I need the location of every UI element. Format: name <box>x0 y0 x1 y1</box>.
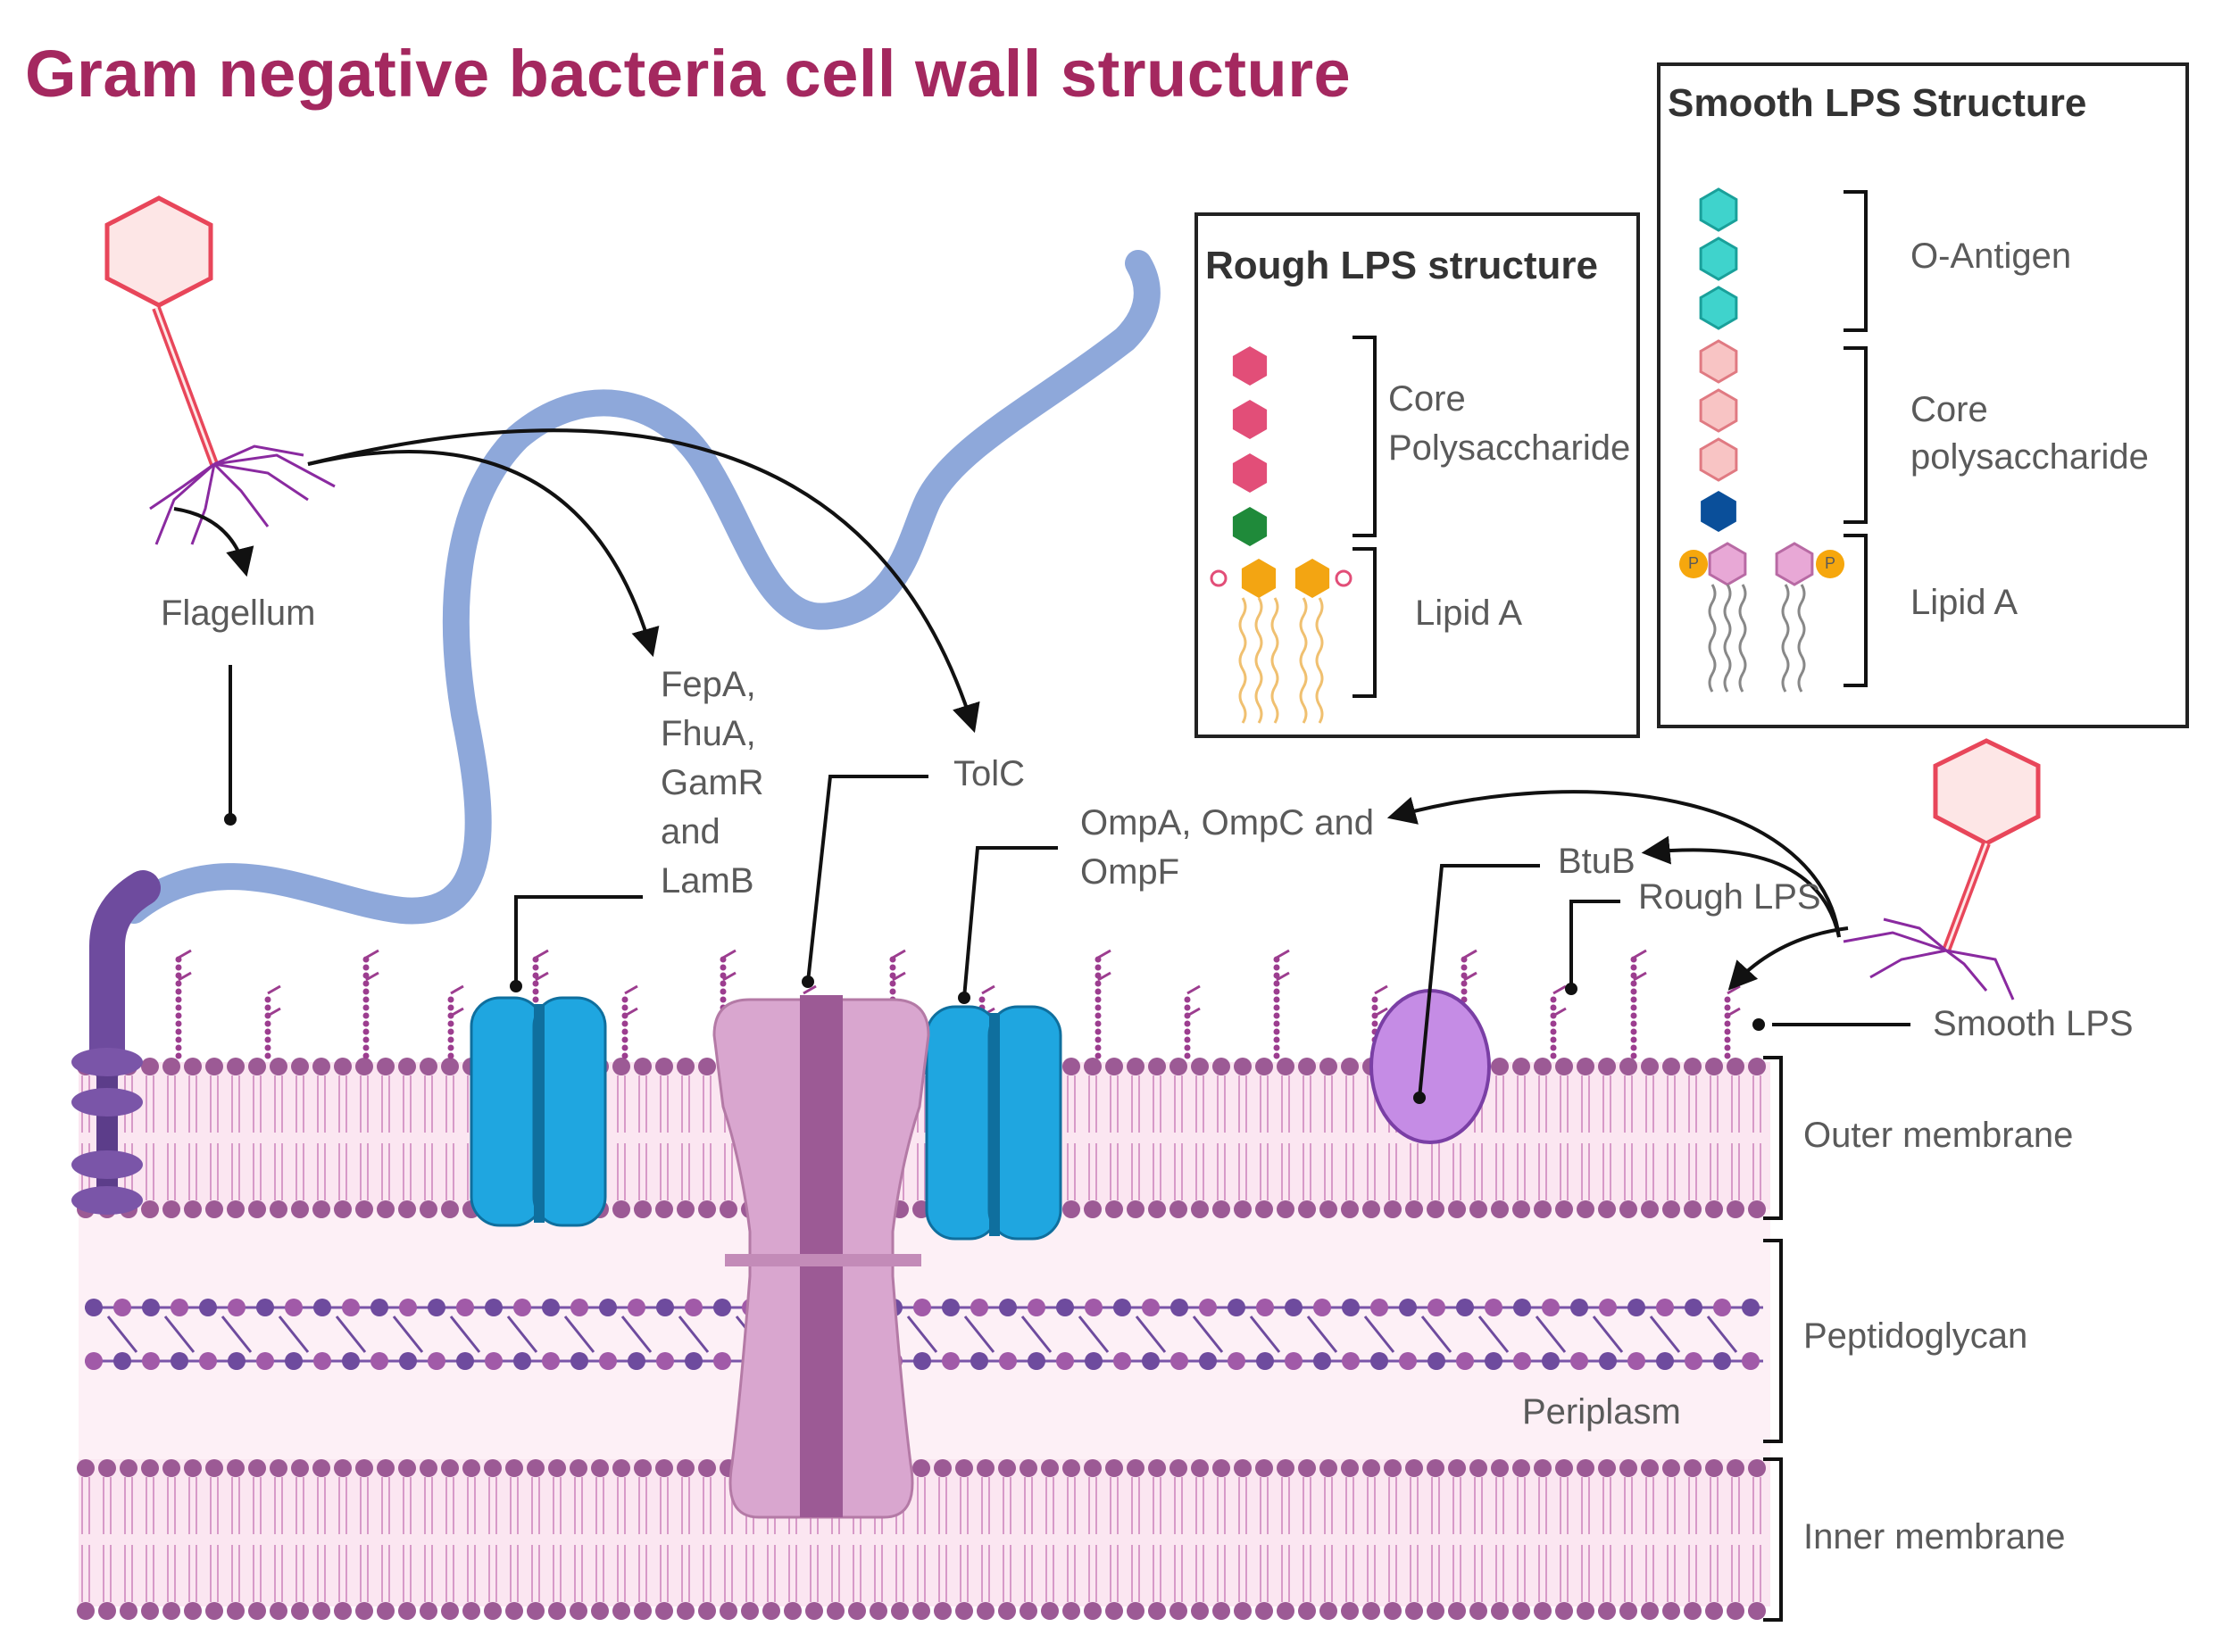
btub-protein <box>1369 989 1491 1144</box>
label-peptidoglycan: Peptidoglycan <box>1803 1316 2027 1356</box>
smooth-core-label-1: Core <box>1910 390 1988 429</box>
flagellum-basal-body <box>71 1048 143 1215</box>
flagellum-hook <box>89 870 161 1080</box>
smooth-lps-box: Smooth LPS Structure P P O-Antigen Core p… <box>1657 62 2189 728</box>
label-and: and <box>661 812 720 851</box>
label-rough-lps: Rough LPS <box>1638 877 1821 917</box>
label-tolc: TolC <box>953 754 1025 793</box>
label-btub: BtuB <box>1558 842 1636 881</box>
label-fepa: FepA, <box>661 665 756 704</box>
bacteriophage-icon <box>104 195 336 545</box>
label-smooth-lps: Smooth LPS <box>1933 1004 2134 1043</box>
tolc-channel <box>712 995 930 1519</box>
smooth-box-title: Smooth LPS Structure <box>1668 81 2086 125</box>
label-omp-line1: OmpA, OmpC and <box>1080 803 1374 843</box>
leader-dots <box>224 813 1765 1104</box>
label-gamr: GamR <box>661 763 764 802</box>
flagellum-filament <box>121 250 1161 925</box>
smooth-oantigen-label: O-Antigen <box>1910 237 2071 276</box>
bacteriophage-icon-right <box>1843 738 2041 1000</box>
label-inner-membrane: Inner membrane <box>1803 1517 2065 1557</box>
phosphate-label: P <box>1688 554 1699 572</box>
peptidoglycan-layer <box>85 1299 1763 1370</box>
label-omp-line2: OmpF <box>1080 852 1179 892</box>
periplasm-band <box>79 1209 1770 1459</box>
rough-lps-box: Rough LPS structure Core Polysaccharide … <box>1194 212 1640 738</box>
diagram-title: Gram negative bacteria cell wall structu… <box>25 37 1352 111</box>
label-fhua: FhuA, <box>661 714 756 753</box>
label-flagellum: Flagellum <box>161 594 315 633</box>
smooth-core-label-2: polysaccharide <box>1910 437 2149 477</box>
label-periplasm: Periplasm <box>1522 1392 1681 1432</box>
annotation-arrows <box>173 428 1910 1099</box>
rough-lipid-label: Lipid A <box>1415 594 1522 633</box>
rough-core-label-1: Core <box>1388 379 1466 419</box>
rough-core-label-2: Polysaccharide <box>1388 428 1630 468</box>
rough-box-title: Rough LPS structure <box>1205 244 1598 287</box>
phosphate-label: P <box>1825 554 1835 572</box>
fepa-porin <box>470 996 607 1227</box>
ompf-porin <box>925 1005 1062 1241</box>
smooth-lipid-label: Lipid A <box>1910 583 2018 622</box>
inner-membrane-lipids <box>77 1459 1766 1620</box>
layer-brackets <box>1763 1056 1783 1622</box>
label-lamb: LamB <box>661 861 754 901</box>
label-outer-membrane: Outer membrane <box>1803 1116 2073 1155</box>
